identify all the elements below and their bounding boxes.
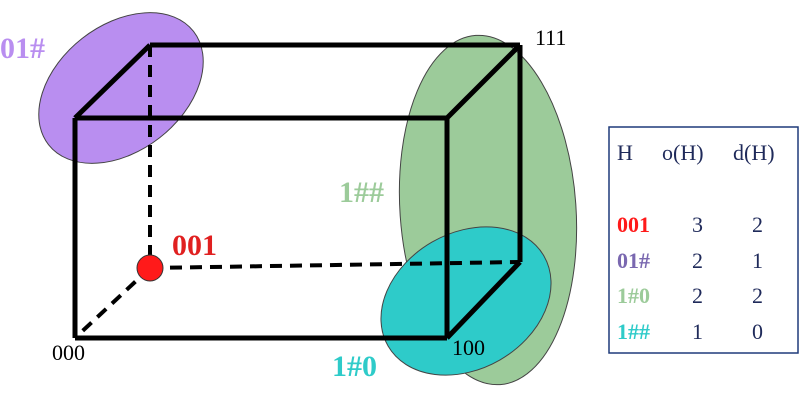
- schema-label-001: 001: [172, 229, 217, 262]
- schema-label-1x0: 1#0: [332, 350, 377, 383]
- table-row-o: 1: [692, 319, 703, 344]
- hidden-edge-horizontal: [149, 260, 521, 270]
- table-row-h: 01#: [617, 248, 650, 273]
- schema-label-01x: 01#: [0, 32, 45, 65]
- table-row-d: 2: [752, 283, 763, 308]
- vertex-label-100: 100: [452, 335, 485, 360]
- vertex-label-111: 111: [535, 25, 566, 50]
- table-header-d: d(H): [733, 140, 775, 165]
- table-border: [608, 126, 799, 354]
- table-row-o: 3: [692, 212, 703, 237]
- table-header-h: H: [617, 140, 633, 165]
- table-row-h: 1#0: [617, 283, 650, 308]
- solid-edges: [72, 42, 523, 341]
- table-row-h: 1##: [617, 319, 650, 344]
- edge-top-left-diag: [73, 43, 152, 120]
- table-row-d: 2: [752, 212, 763, 237]
- schema-label-1xx: 1##: [339, 176, 384, 209]
- table-row-o: 2: [692, 248, 703, 273]
- table-row-d: 1: [752, 248, 763, 273]
- edge-top-right-diag: [445, 43, 522, 120]
- point-001-marker: [136, 254, 164, 282]
- table-header-o: o(H): [662, 140, 704, 165]
- table-row-h: 001: [617, 212, 650, 237]
- schema-table: H o(H) d(H) 001 3 2 01# 2 1 1#0 2 2 1## …: [608, 126, 799, 354]
- hidden-edges: [73, 45, 521, 340]
- vertex-label-000: 000: [52, 340, 85, 365]
- table-row-d: 0: [752, 319, 763, 344]
- edge-bottom-right-diag: [445, 260, 522, 340]
- table-row-o: 2: [692, 283, 703, 308]
- schema-01x-ellipse: [38, 12, 204, 164]
- hidden-edge-diagonal: [73, 266, 152, 340]
